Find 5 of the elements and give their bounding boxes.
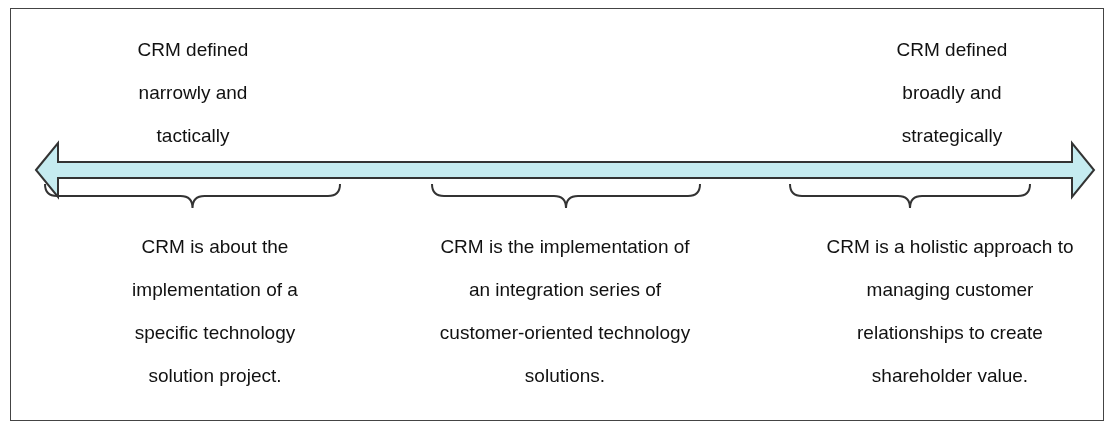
- description-text: CRM is the implementation of an integration series of customer-oriented technology solutions.: [438, 235, 692, 388]
- end-label: CRM defined broadly and strategically: [895, 38, 1009, 148]
- end-label: CRM defined narrowly and tactically: [136, 38, 250, 148]
- description-text: CRM is a holistic approach to managing customer relationships to create shareholder value.: [825, 235, 1075, 388]
- description-text: CRM is about the implementation of a specific technology solution project.: [131, 235, 299, 388]
